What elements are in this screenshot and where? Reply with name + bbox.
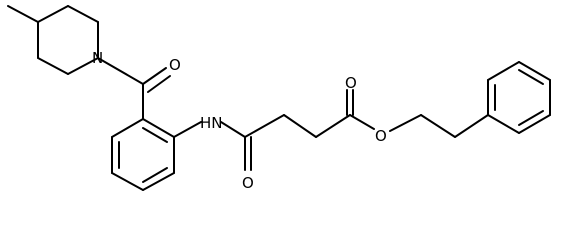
- bond-ph-inner-2: [518, 69, 544, 85]
- bond-aryl-nh: [173, 121, 202, 138]
- bond-chain-1: [244, 114, 285, 138]
- atom-labels: N O HN O O O: [92, 49, 387, 192]
- bond-ar-4: [111, 172, 144, 191]
- bond-ether-ch2: [389, 114, 422, 132]
- atom-label-amide-o: O: [169, 56, 181, 74]
- bond-chain-2: [283, 114, 317, 138]
- bond-pip-4: [67, 57, 99, 75]
- bond-ph-2: [487, 61, 520, 81]
- bond-pip-1: [37, 5, 69, 23]
- bond-ph-inner-3: [518, 110, 544, 126]
- bond-ch2-ch2: [420, 114, 456, 138]
- bond-ph-3: [518, 61, 551, 81]
- bond-ar-6: [111, 118, 144, 138]
- bond-ester-co-single: [349, 114, 375, 130]
- bond-pip-2: [67, 5, 99, 23]
- bond-ph-6: [487, 114, 520, 134]
- structure-diagram: N O HN O O O: [7, 5, 551, 192]
- bond-lines: [7, 5, 551, 191]
- bond-ar-inner-1: [142, 127, 168, 143]
- bond-pip-5: [37, 57, 69, 75]
- bond-ph-5: [518, 114, 551, 134]
- bond-n-carbonyl: [97, 57, 144, 85]
- bond-nh-amide: [220, 121, 246, 138]
- atom-label-piperidine-n: N: [92, 49, 103, 67]
- atom-label-ester-o-carbonyl: O: [345, 74, 357, 92]
- bond-ar-inner-2: [142, 167, 168, 183]
- bond-chain-3: [315, 114, 351, 138]
- atom-label-anilide-nh: HN: [200, 114, 223, 132]
- bond-ar-3: [142, 172, 175, 191]
- bond-ch2-phenyl: [454, 114, 489, 138]
- bond-ar-1: [142, 118, 175, 138]
- bond-amide-co-2: [147, 75, 171, 93]
- bond-methyl: [7, 5, 39, 23]
- atom-label-anilide-o: O: [242, 174, 254, 192]
- bond-amide-co-1: [142, 67, 167, 85]
- atom-label-ester-o-ether: O: [375, 127, 387, 145]
